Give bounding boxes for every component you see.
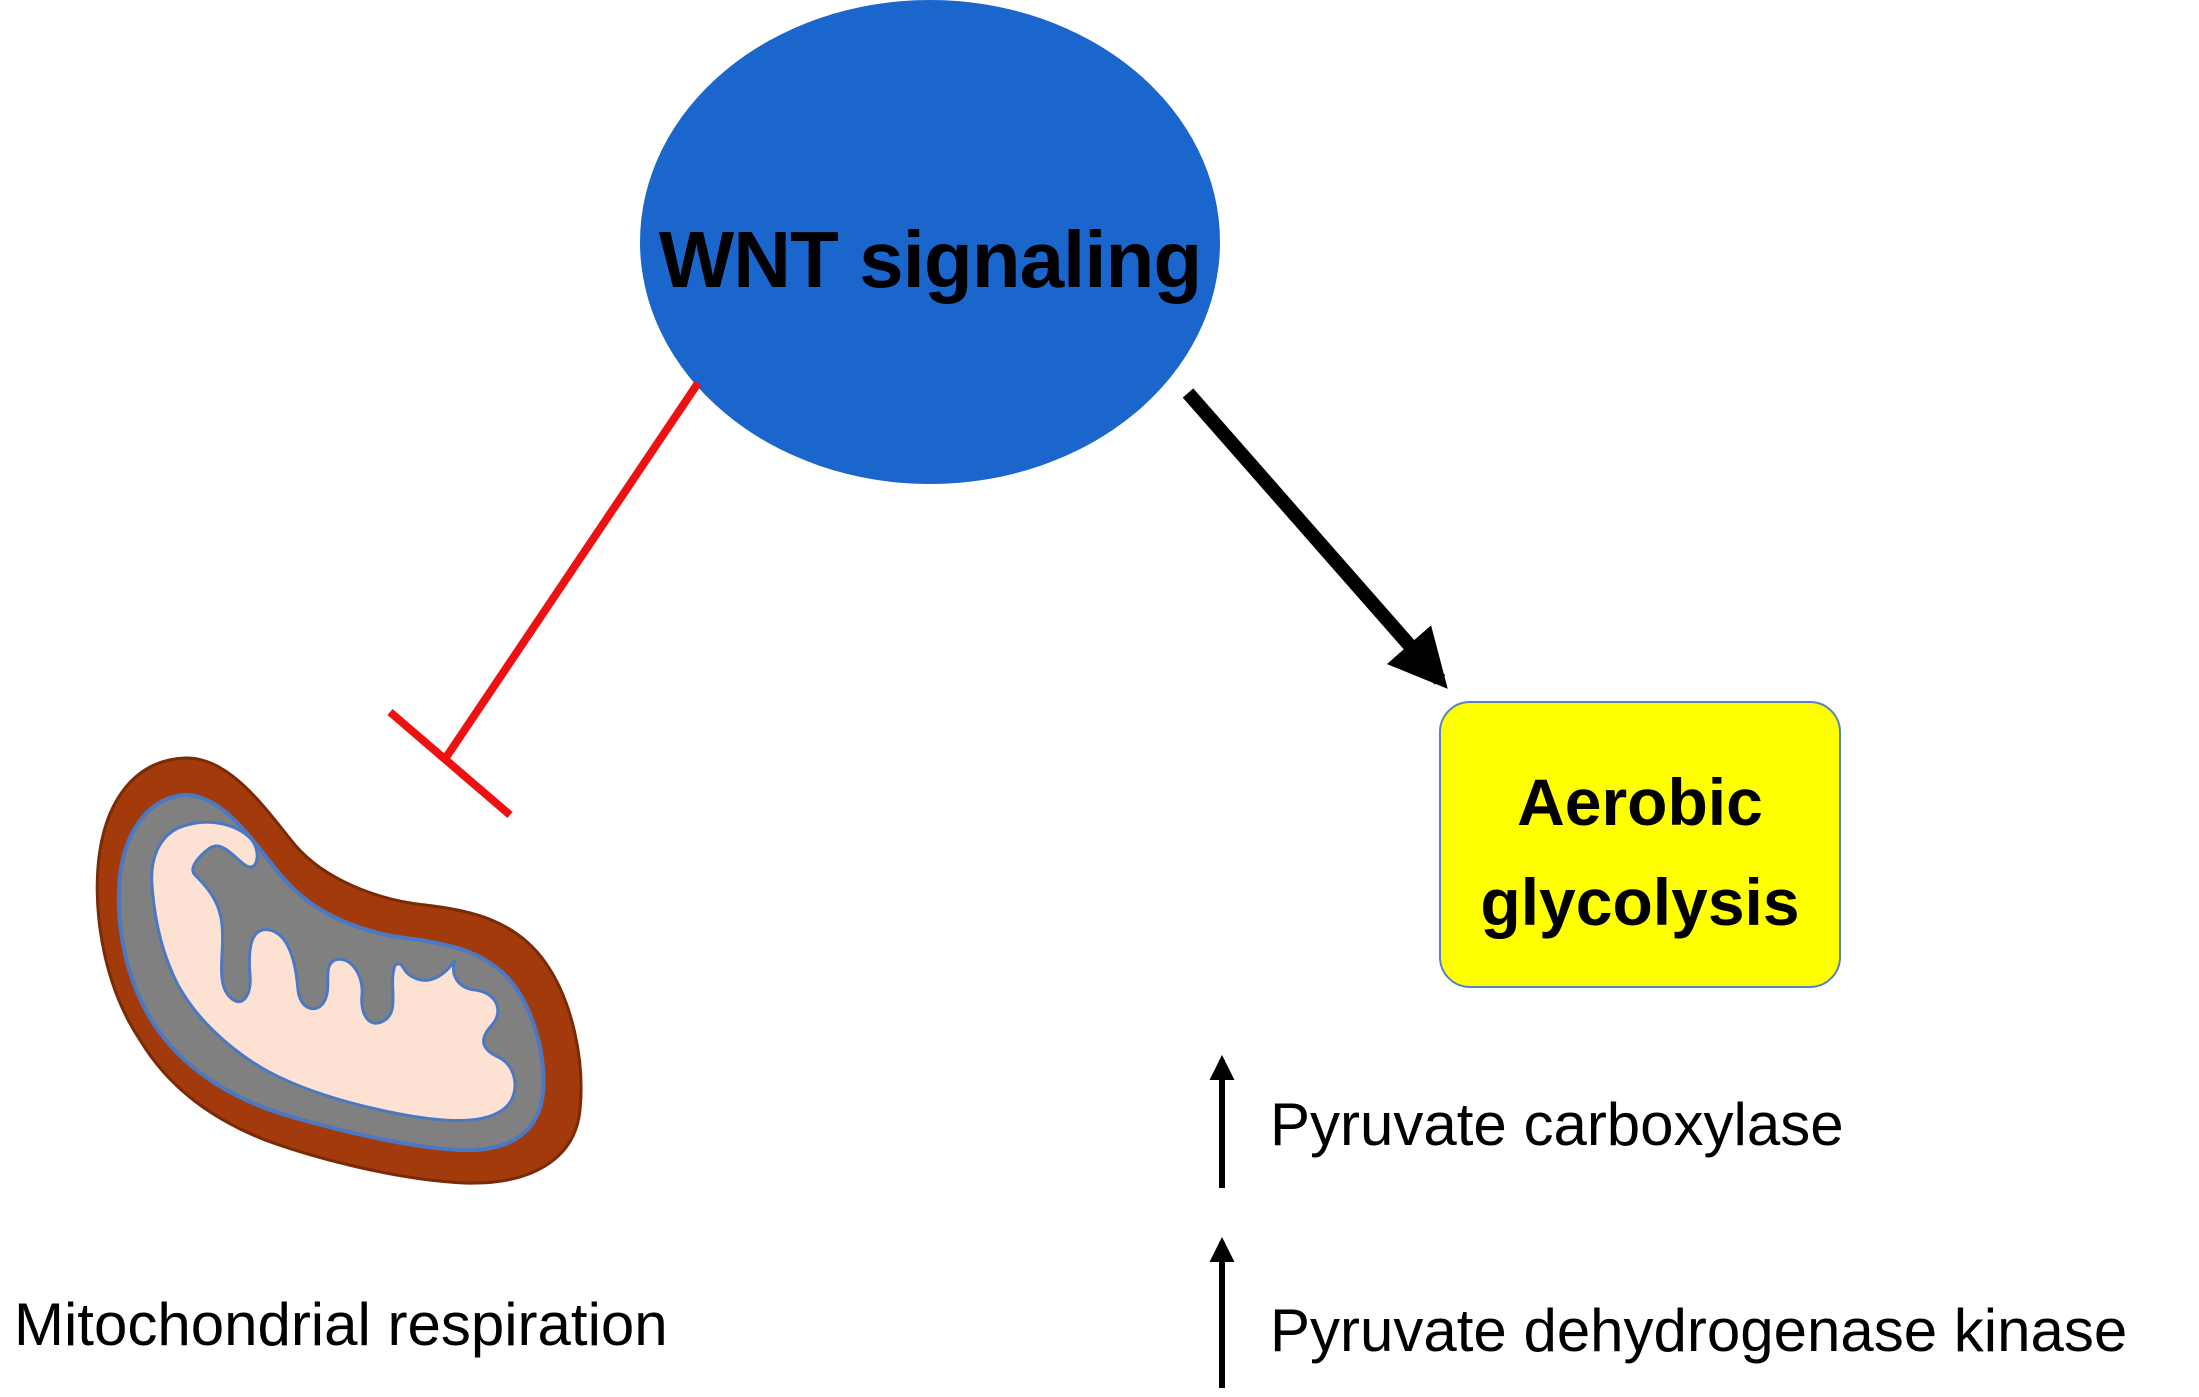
pyruvate-dehydrogenase-kinase-label: Pyruvate dehydrogenase kinase: [1270, 1297, 2128, 1364]
mitochondrion-icon: [95, 756, 583, 1185]
wnt-signaling-label: WNT signaling: [658, 215, 1203, 304]
inhibition-edge: [387, 380, 702, 819]
pyruvate-carboxylase-label: Pyruvate carboxylase: [1270, 1091, 1844, 1158]
aerobic-glycolysis-label: Aerobic glycolysis: [1480, 765, 1800, 939]
mitochondrial-respiration-label: Mitochondrial respiration: [14, 1291, 668, 1358]
aerobic-glycolysis-node: [1439, 701, 1841, 988]
activation-edge: [1182, 388, 1448, 689]
wnt-signaling-node: [640, 0, 1220, 484]
